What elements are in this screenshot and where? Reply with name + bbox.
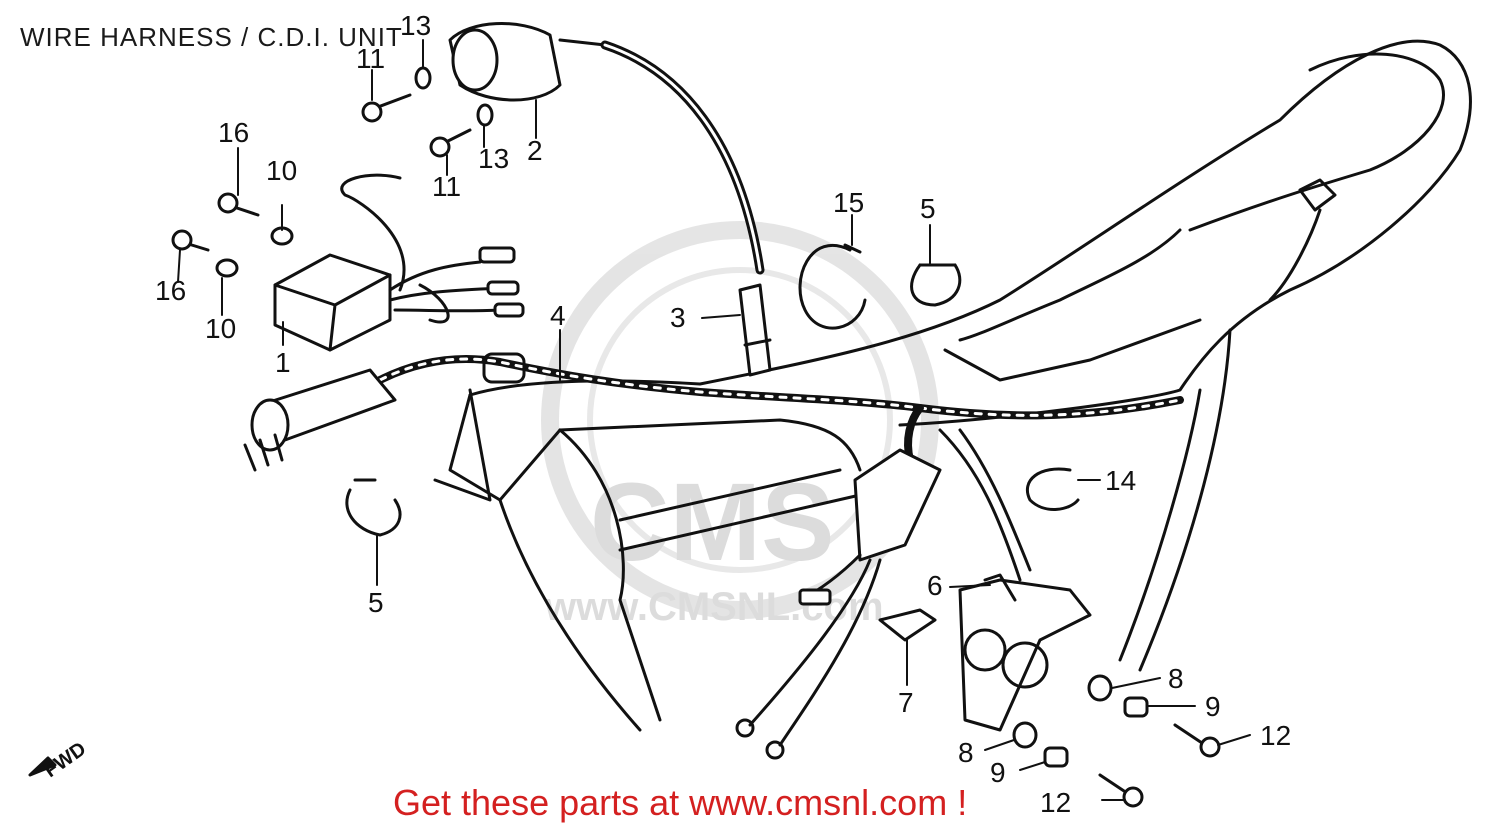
fwd-label: FWD [40, 738, 90, 782]
cdi-unit [273, 173, 525, 352]
callout-8-lower: 8 [958, 737, 974, 768]
main-harness [376, 352, 1184, 464]
promo-link[interactable]: Get these parts at www.cmsnl.com ! [393, 782, 968, 823]
callout-16-lower: 16 [155, 275, 186, 306]
callout-15: 15 [833, 187, 864, 218]
page-title: WIRE HARNESS / C.D.I. UNIT [20, 22, 403, 52]
bracket-plate [958, 573, 1092, 732]
callout-13-upper: 13 [400, 10, 431, 41]
clip-7 [878, 608, 937, 642]
band-15 [798, 243, 867, 330]
callout-7: 7 [898, 687, 914, 718]
callout-6: 6 [927, 570, 943, 601]
callout-10-upper: 10 [266, 155, 297, 186]
callout-8-upper: 8 [1168, 663, 1184, 694]
callout-5-right: 5 [920, 193, 936, 224]
callout-13-lower: 13 [478, 143, 509, 174]
callout-5-left: 5 [368, 587, 384, 618]
band-14 [1026, 467, 1080, 511]
callout-16-upper: 16 [218, 117, 249, 148]
ignition-coil [448, 22, 765, 275]
sub-harness-coupler [735, 448, 942, 760]
callout-14: 14 [1105, 465, 1136, 496]
callout-10-lower: 10 [205, 313, 236, 344]
band-5-left [345, 478, 402, 537]
hardware [171, 66, 1221, 808]
fwd-arrow-icon [28, 756, 57, 777]
callout-11-lower: 11 [432, 171, 461, 202]
callout-11-upper: 11 [356, 43, 385, 74]
spark-plug-cap [738, 283, 772, 377]
callout-9-lower: 9 [990, 757, 1006, 788]
watermark: CMS www.CMSNL.com [541, 221, 939, 629]
leader-lines [177, 39, 1251, 801]
harness-left-coupler [243, 368, 397, 472]
band-5-right [910, 263, 962, 307]
callout-2: 2 [527, 135, 543, 166]
callout-4: 4 [550, 300, 566, 331]
frame [433, 39, 1472, 732]
callouts: 1 2 3 4 5 5 6 7 8 8 9 9 10 10 11 11 12 1… [155, 10, 1291, 818]
callout-12-right: 12 [1260, 720, 1291, 751]
callout-9-upper: 9 [1205, 691, 1221, 722]
callout-12-bottom: 12 [1040, 787, 1071, 818]
callout-1: 1 [275, 347, 291, 378]
callout-3: 3 [670, 302, 686, 333]
